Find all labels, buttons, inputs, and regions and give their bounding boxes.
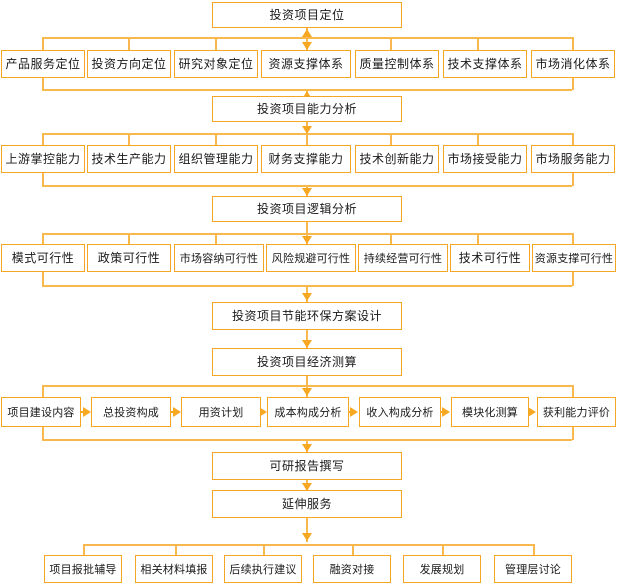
drop-ext-4 — [352, 544, 354, 555]
drop-cap-6 — [477, 133, 479, 145]
drop-ext-5 — [442, 544, 444, 555]
riser-fea-1 — [42, 272, 44, 286]
drop-pos-2 — [128, 37, 130, 50]
arrow-down-to-stage5 — [302, 340, 312, 348]
riser-pos-7 — [572, 78, 574, 90]
node-capability-0[interactable]: 上游掌控能力 — [1, 145, 85, 173]
node-extended-0[interactable]: 项目报批辅导 — [44, 555, 122, 583]
chain-arrow-2 — [259, 407, 267, 417]
drop-pos-1 — [42, 37, 44, 50]
connector-stage7-down — [306, 518, 308, 542]
drop-fea-3 — [215, 233, 217, 244]
node-extended-2[interactable]: 后续执行建议 — [224, 555, 302, 583]
chain-arrow-4 — [442, 407, 450, 417]
node-feasibility-2[interactable]: 市场容纳可行性 — [174, 244, 264, 272]
node-capability-1[interactable]: 技术生产能力 — [87, 145, 171, 173]
node-positioning-4[interactable]: 质量控制体系 — [355, 50, 439, 78]
node-positioning-2[interactable]: 研究对象定位 — [174, 50, 258, 78]
drop-cap-1 — [42, 133, 44, 145]
chain-arrow-1 — [173, 407, 181, 417]
node-economics-4[interactable]: 收入构成分析 — [359, 397, 441, 427]
node-feasibility-3[interactable]: 风险规避可行性 — [266, 244, 356, 272]
node-positioning-1[interactable]: 投资方向定位 — [87, 50, 171, 78]
node-capability-6[interactable]: 市场服务能力 — [531, 145, 615, 173]
arrow-up-stage2 — [302, 91, 312, 99]
arrow-down-to-stage3 — [302, 188, 312, 196]
node-capability-3[interactable]: 财务支撑能力 — [261, 145, 351, 173]
arrow-down-stage1 — [302, 42, 312, 50]
arrow-down-extended — [302, 533, 312, 541]
node-economics-3[interactable]: 成本构成分析 — [267, 397, 349, 427]
node-economics-5[interactable]: 模块化测算 — [451, 397, 529, 427]
node-positioning-6[interactable]: 市场消化体系 — [531, 50, 615, 78]
arrow-down-economics — [302, 388, 312, 396]
node-capability-2[interactable]: 组织管理能力 — [174, 145, 258, 173]
drop-eco-7 — [572, 385, 574, 397]
drop-fea-6 — [477, 233, 479, 244]
node-economics-1[interactable]: 总投资构成 — [91, 397, 171, 427]
node-feasibility-4[interactable]: 持续经营可行性 — [358, 244, 448, 272]
chain-arrow-3 — [350, 407, 358, 417]
arrow-down-to-stage6 — [302, 444, 312, 452]
node-economics-6[interactable]: 获利能力评价 — [537, 397, 616, 427]
node-stage-feasibility-report[interactable]: 可研报告撰写 — [212, 452, 402, 480]
drop-pos-5 — [390, 37, 392, 50]
node-positioning-0[interactable]: 产品服务定位 — [1, 50, 85, 78]
chain-arrow-0 — [83, 407, 91, 417]
drop-cap-4 — [306, 133, 308, 145]
drop-cap-3 — [215, 133, 217, 145]
node-positioning-3[interactable]: 资源支撑体系 — [261, 50, 351, 78]
connector-stage4-down — [306, 330, 308, 348]
node-capability-4[interactable]: 技术创新能力 — [355, 145, 439, 173]
node-economics-0[interactable]: 项目建设内容 — [1, 397, 81, 427]
riser-eco-1 — [42, 427, 44, 440]
drop-fea-1 — [42, 233, 44, 244]
node-positioning-5[interactable]: 技术支撑体系 — [443, 50, 527, 78]
node-feasibility-0[interactable]: 模式可行性 — [1, 244, 85, 272]
arrow-down-feasibility — [302, 236, 312, 244]
connector-stage5-down — [306, 376, 308, 386]
node-extended-5[interactable]: 管理层讨论 — [494, 555, 572, 583]
riser-cap-7 — [572, 173, 574, 186]
riser-cap-1 — [42, 173, 44, 186]
node-feasibility-5[interactable]: 技术可行性 — [450, 244, 530, 272]
node-extended-1[interactable]: 相关材料填报 — [135, 555, 213, 583]
drop-pos-3 — [215, 37, 217, 50]
riser-fea-7 — [572, 272, 574, 286]
node-stage-investment-positioning[interactable]: 投资项目定位 — [212, 2, 402, 28]
arrow-down-to-stage4 — [302, 293, 312, 301]
arrow-down-to-stage7 — [302, 483, 312, 491]
chain-arrow-5 — [528, 407, 536, 417]
connector-stage3-down — [306, 222, 308, 234]
node-feasibility-6[interactable]: 资源支撑可行性 — [532, 244, 616, 272]
node-feasibility-1[interactable]: 政策可行性 — [87, 244, 171, 272]
drop-pos-6 — [477, 37, 479, 50]
node-extended-3[interactable]: 融资对接 — [313, 555, 391, 583]
node-stage-energy-environment-design[interactable]: 投资项目节能环保方案设计 — [212, 302, 402, 330]
node-stage-logic-analysis[interactable]: 投资项目逻辑分析 — [212, 196, 402, 222]
node-stage-capability-analysis[interactable]: 投资项目能力分析 — [212, 96, 402, 122]
node-capability-5[interactable]: 市场接受能力 — [443, 145, 527, 173]
arrow-down-stage2 — [302, 126, 312, 134]
riser-eco-7 — [572, 427, 574, 440]
drop-cap-5 — [390, 133, 392, 145]
drop-fea-5 — [390, 233, 392, 244]
arrow-up-stage1 — [302, 29, 312, 37]
drop-fea-7 — [572, 233, 574, 244]
node-stage-economic-calculation[interactable]: 投资项目经济测算 — [212, 348, 402, 376]
drop-ext-6 — [533, 544, 535, 555]
node-economics-2[interactable]: 用资计划 — [181, 397, 261, 427]
drop-pos-7 — [572, 37, 574, 50]
drop-ext-2 — [175, 544, 177, 555]
bus-extended — [83, 544, 533, 546]
drop-eco-1 — [42, 385, 44, 397]
drop-cap-7 — [572, 133, 574, 145]
drop-ext-3 — [263, 544, 265, 555]
node-extended-4[interactable]: 发展规划 — [403, 555, 481, 583]
drop-fea-2 — [128, 233, 130, 244]
drop-ext-1 — [83, 544, 85, 555]
riser-pos-1 — [42, 78, 44, 90]
drop-cap-2 — [128, 133, 130, 145]
node-stage-extended-service[interactable]: 延伸服务 — [212, 490, 402, 518]
